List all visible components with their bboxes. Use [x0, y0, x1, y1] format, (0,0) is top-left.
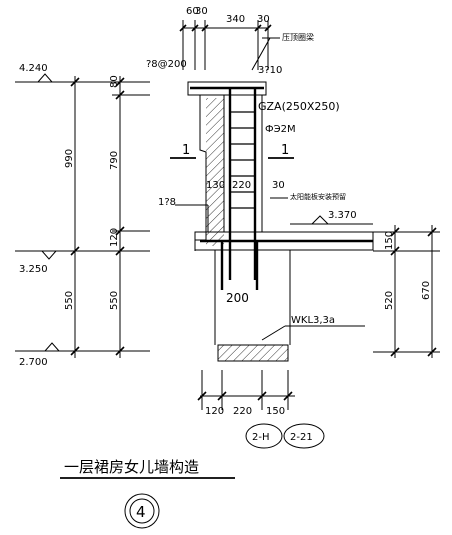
dim-30: 30 — [272, 180, 285, 191]
dim-bottom-220: 220 — [233, 406, 252, 417]
elev-3370: 3.370 — [328, 210, 357, 221]
ref-b-label: 2-21 — [290, 432, 313, 443]
dim-130: 130 — [206, 180, 225, 191]
detail-number: 4 — [136, 503, 146, 521]
dim-bottom-120: 120 — [205, 406, 224, 417]
wall-hatch — [206, 98, 224, 246]
ref-bubble-b — [283, 423, 325, 449]
dim-670: 670 — [421, 281, 432, 300]
dim-120: 120 — [109, 228, 120, 247]
dim-550-a: 550 — [64, 291, 75, 310]
dim-220: 220 — [232, 180, 251, 191]
detail-circle-outer — [124, 493, 160, 529]
column-label: GZA(250X250) — [258, 100, 340, 113]
beam-wkl — [214, 249, 373, 345]
dim-150-right: 150 — [384, 231, 395, 250]
dim-top-30b: 30 — [257, 14, 270, 25]
ref-a-label: 2-H — [252, 432, 270, 443]
elev-3250: 3.250 — [19, 264, 48, 275]
section-right-label: 1 — [281, 143, 289, 158]
elev-2700: 2.700 — [19, 357, 48, 368]
section-left-label: 1 — [182, 143, 190, 158]
bar-18-label: 1?8 — [158, 197, 176, 208]
detail-circle-inner — [129, 498, 155, 524]
dim-550-b: 550 — [109, 291, 120, 310]
cap-beam — [187, 81, 267, 96]
dim-790: 790 — [109, 151, 120, 170]
drawing-title: 一层裙房女儿墙构造 — [64, 458, 199, 476]
slab-note: 太阳能板安装预留 — [290, 192, 346, 201]
beam-foot — [217, 344, 289, 362]
dim-top-340: 340 — [226, 14, 245, 25]
beam-width: 200 — [226, 291, 249, 305]
beam-name: WKL3,3a — [291, 315, 335, 326]
dim-bottom-150: 150 — [266, 406, 285, 417]
dim-990: 990 — [64, 149, 75, 168]
rebar-cap-label: 3?10 — [258, 65, 282, 76]
dim-520: 520 — [384, 291, 395, 310]
rebar-top-label: ?8@200 — [146, 59, 187, 70]
dim-top-30a: 30 — [195, 6, 208, 17]
elev-4240: 4.240 — [19, 63, 48, 74]
column-note: ФЭ2М — [265, 124, 296, 135]
dim-80: 80 — [109, 75, 120, 88]
ref-bubble-a — [245, 423, 283, 449]
dim-top-60: 60 — [186, 6, 199, 17]
column-rebar — [190, 86, 264, 280]
cap-beam-label: 压顶圈梁 — [282, 33, 314, 42]
